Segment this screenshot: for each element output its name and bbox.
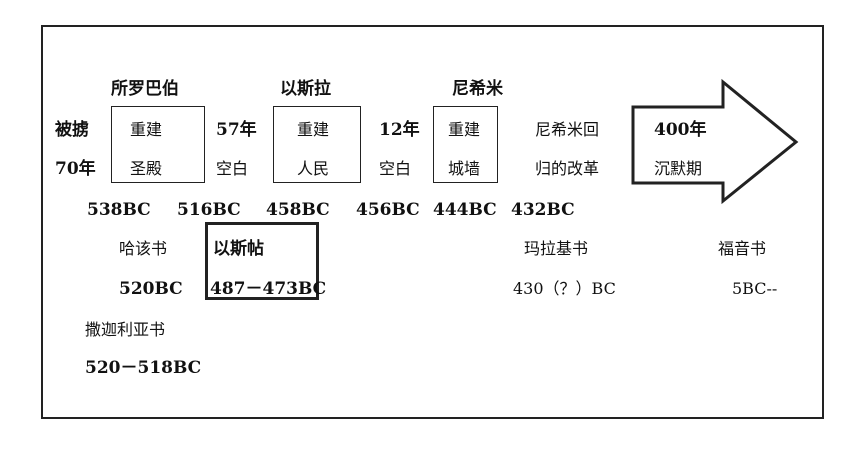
gap2-years: 12年: [379, 120, 420, 140]
header-zerubbabel: 所罗巴伯: [111, 79, 179, 99]
gap2-blank: 空白: [379, 159, 412, 178]
diagram-frame: [41, 25, 824, 419]
date-538: 538BC: [87, 200, 151, 220]
book-malachi-date: 430（？）BC: [513, 279, 616, 298]
book-haggai-date: 520BC: [119, 279, 183, 299]
rebuild-walls-box: [433, 106, 498, 183]
rebuild-walls-line2: 城墙: [448, 159, 481, 178]
reform-line1: 尼希米回: [535, 120, 600, 139]
arrow-silence: 沉默期: [654, 159, 703, 178]
book-malachi: 玛拉基书: [524, 239, 589, 258]
captivity-years: 70年: [55, 159, 96, 179]
captivity-label: 被掳: [55, 120, 89, 140]
header-ezra: 以斯拉: [280, 79, 331, 99]
rebuild-walls-line1: 重建: [448, 120, 481, 139]
rebuild-temple-line1: 重建: [130, 120, 163, 139]
gap1-blank: 空白: [216, 159, 249, 178]
rebuild-temple-box: [111, 106, 205, 183]
rebuild-people-line1: 重建: [297, 120, 330, 139]
rebuild-temple-line2: 圣殿: [130, 159, 163, 178]
header-nehemiah: 尼希米: [452, 79, 503, 99]
book-gospels-date: 5BC--: [732, 279, 778, 298]
book-zechariah-date: 520－518BC: [85, 358, 202, 378]
date-456: 456BC: [356, 200, 420, 220]
gap1-years: 57年: [216, 120, 257, 140]
date-516: 516BC: [177, 200, 241, 220]
reform-line2: 归的改革: [535, 159, 600, 178]
book-gospels: 福音书: [718, 239, 767, 258]
book-esther: 以斯帖: [213, 239, 264, 259]
date-458: 458BC: [266, 200, 330, 220]
esther-box: [205, 222, 319, 300]
arrow-years: 400年: [654, 120, 707, 140]
rebuild-people-line2: 人民: [297, 159, 330, 178]
date-432: 432BC: [511, 200, 575, 220]
date-444: 444BC: [433, 200, 497, 220]
book-esther-date: 487－473BC: [210, 279, 327, 299]
book-zechariah: 撒迦利亚书: [85, 320, 166, 339]
book-haggai: 哈该书: [119, 239, 168, 258]
rebuild-people-box: [273, 106, 361, 183]
